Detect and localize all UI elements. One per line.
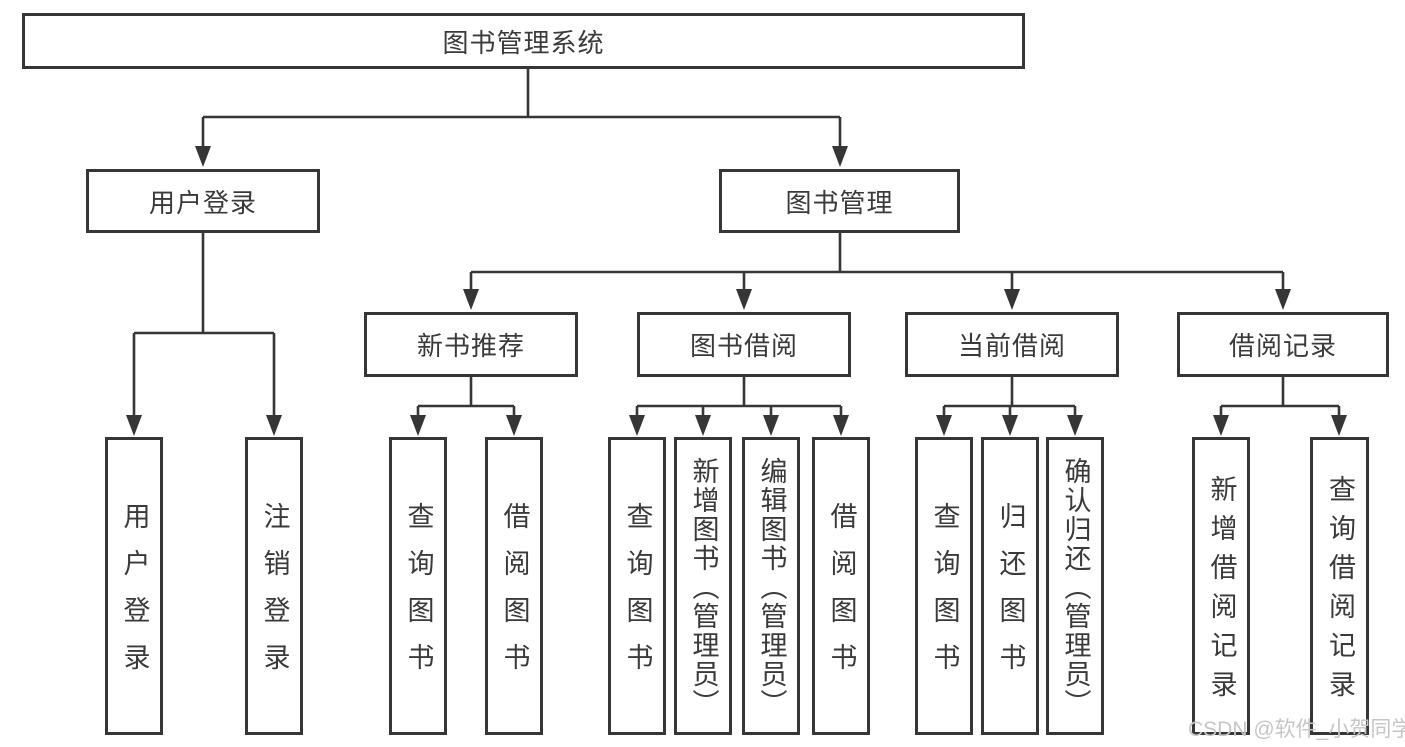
leaf-edit-book-admin: 编辑图书（管理员） [742,437,800,735]
leaf-confirm-return-admin: 确认归还（管理员） [1046,437,1104,735]
leaf-add-borrow-record-label: 新增借阅记录 [1206,475,1237,709]
leaf-borrow-book: 借阅图书 [812,437,870,735]
node-current-borrow: 当前借阅 [905,312,1119,377]
node-root-label: 图书管理系统 [442,27,605,58]
leaf-return-book: 归还图书 [981,437,1039,735]
leaf-confirm-return-admin-label: 确认归还（管理员） [1060,456,1091,718]
leaf-logout-login-label: 注销登录 [259,502,290,690]
node-borrow-records-label: 借阅记录 [1228,331,1337,361]
leaf-query-book-borrow: 查询图书 [608,437,666,735]
leaf-return-book-label: 归还图书 [995,502,1026,690]
leaf-logout-login: 注销登录 [245,437,303,735]
node-book-management: 图书管理 [719,169,960,233]
leaf-query-book-current-label: 查询图书 [929,502,960,690]
leaf-add-book-admin-label: 新增图书（管理员） [688,456,719,718]
node-new-book-recommend-label: 新书推荐 [416,331,525,361]
leaf-query-book-recommend-label: 查询图书 [403,502,434,690]
leaf-edit-book-admin-label: 编辑图书（管理员） [756,456,787,718]
leaf-borrow-book-recommend: 借阅图书 [485,437,543,735]
node-user-login: 用户登录 [86,169,320,233]
leaf-borrow-book-recommend-label: 借阅图书 [499,502,530,690]
leaf-add-borrow-record: 新增借阅记录 [1192,437,1250,735]
leaf-user-login: 用户登录 [105,437,163,735]
node-book-borrow-label: 图书借阅 [689,331,798,361]
node-borrow-records: 借阅记录 [1177,312,1389,377]
leaf-borrow-book-label: 借阅图书 [826,502,857,690]
node-current-borrow-label: 当前借阅 [957,331,1066,361]
leaf-query-borrow-record-label: 查询借阅记录 [1325,475,1355,709]
leaf-query-book-current: 查询图书 [915,437,973,735]
leaf-add-book-admin: 新增图书（管理员） [674,437,732,735]
node-new-book-recommend: 新书推荐 [364,312,578,377]
leaf-user-login-label: 用户登录 [119,502,150,690]
node-root: 图书管理系统 [22,13,1025,69]
leaf-query-book-borrow-label: 查询图书 [622,502,653,690]
connector-path [132,69,1341,416]
node-user-login-label: 用户登录 [148,187,257,218]
watermark: CSDN @软件_小贺同学 [1188,718,1405,741]
node-book-management-label: 图书管理 [785,187,894,218]
node-book-borrow: 图书借阅 [637,312,851,377]
leaf-query-book-recommend: 查询图书 [389,437,447,735]
leaf-query-borrow-record: 查询借阅记录 [1310,437,1369,735]
